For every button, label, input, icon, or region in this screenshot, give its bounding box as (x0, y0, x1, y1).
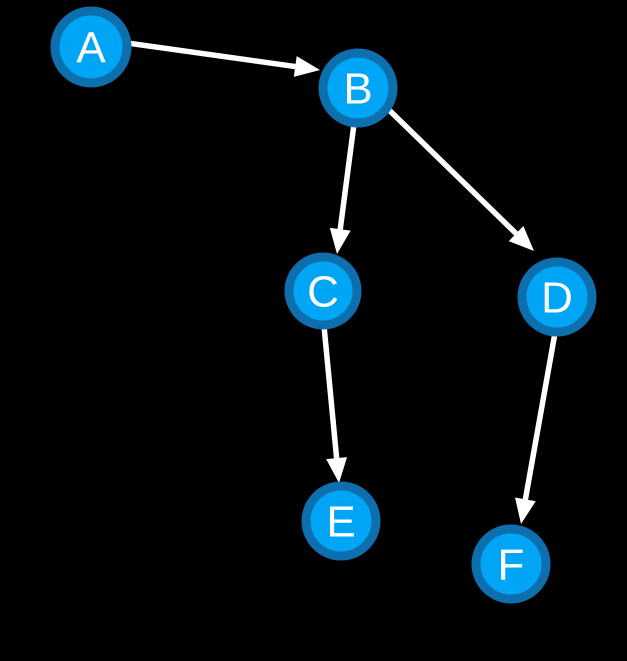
graph-node-b[interactable]: B (318, 48, 398, 128)
edge-a-b[interactable] (126, 40, 320, 77)
node-circle (301, 481, 381, 561)
edge-line (126, 40, 298, 70)
graph-node-a[interactable]: A (50, 6, 132, 88)
graph-node-d[interactable]: D (517, 257, 597, 337)
edge-line (385, 106, 520, 237)
node-label: C (307, 268, 339, 317)
node-label: A (76, 24, 106, 73)
graph-node-e[interactable]: E (301, 481, 381, 561)
node-label: F (498, 541, 525, 590)
nodes-layer: A B C D E F (50, 6, 597, 604)
graph-node-f[interactable]: F (471, 524, 551, 604)
edge-arrowhead-icon (508, 226, 534, 251)
node-circle (471, 524, 551, 604)
node-label: B (343, 65, 372, 114)
edge-line (522, 332, 558, 502)
edge-arrowhead-icon (329, 227, 351, 254)
node-circle (517, 257, 597, 337)
edge-b-d[interactable] (385, 106, 534, 251)
edge-line (337, 123, 357, 232)
edge-line (321, 325, 340, 461)
node-circle (318, 48, 398, 128)
node-label: D (541, 274, 573, 323)
edge-arrowhead-icon (515, 497, 536, 524)
edge-c-e[interactable] (321, 325, 348, 483)
graph-node-c[interactable]: C (284, 252, 362, 330)
edge-d-f[interactable] (515, 332, 558, 524)
edges-layer (126, 40, 558, 524)
edge-b-c[interactable] (329, 123, 357, 254)
edge-arrowhead-icon (326, 457, 348, 483)
node-label: E (326, 498, 355, 547)
node-circle (284, 252, 362, 330)
edge-arrowhead-icon (293, 56, 320, 77)
node-circle (50, 6, 132, 88)
